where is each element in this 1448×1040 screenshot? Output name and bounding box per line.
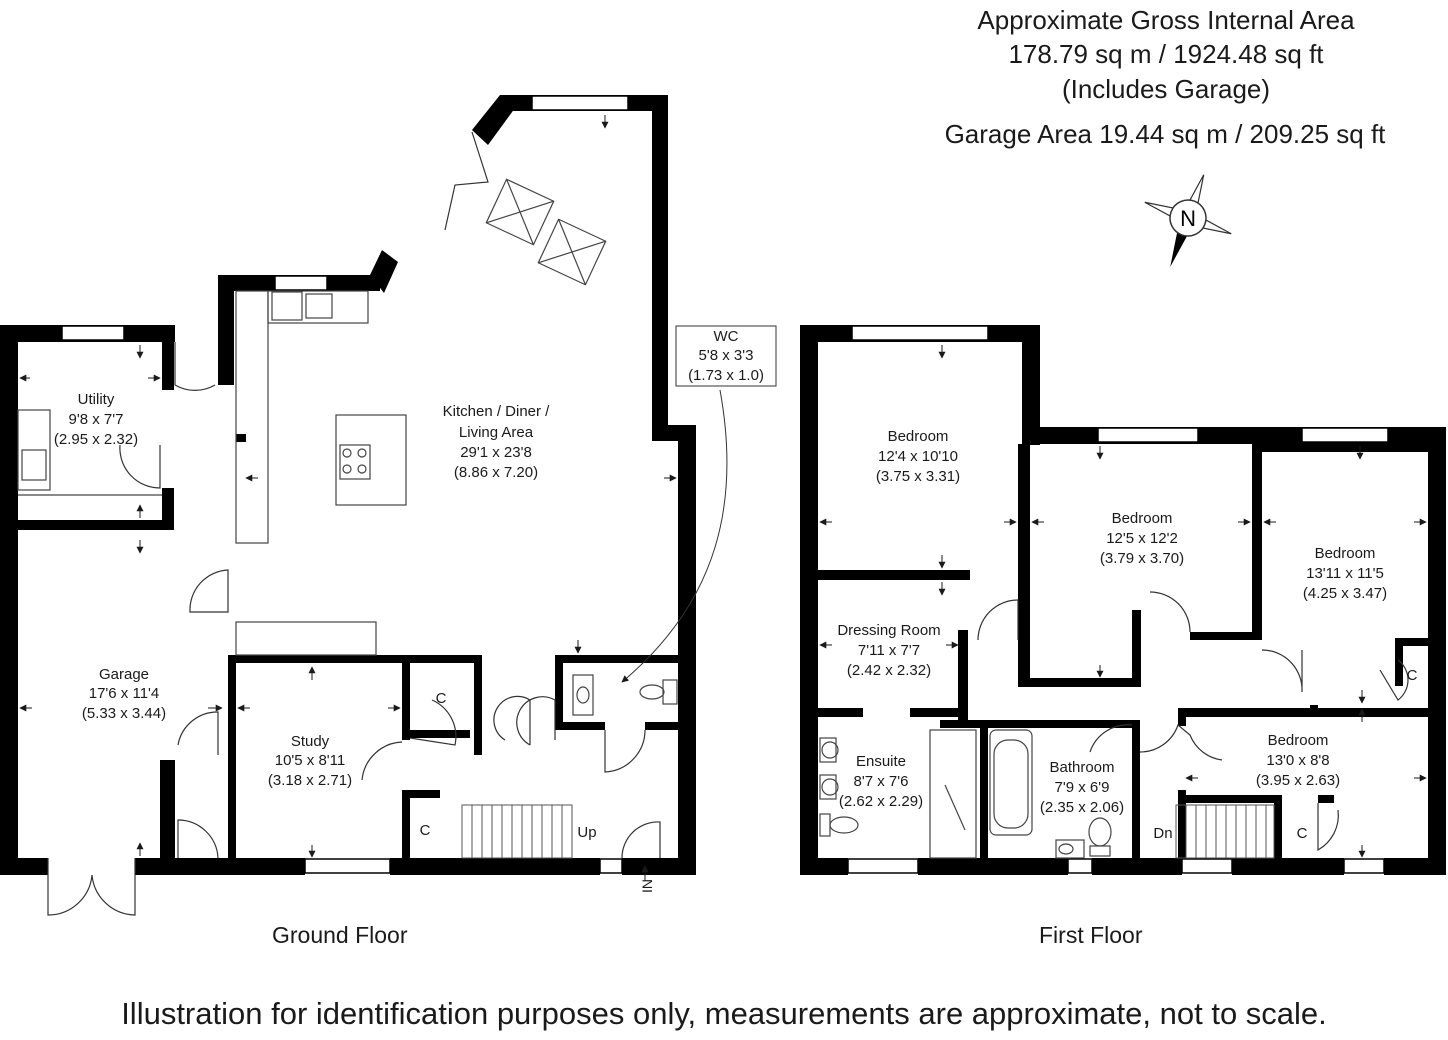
- kitchen-island: [335, 414, 407, 506]
- wc-name: WC: [714, 328, 739, 345]
- stairs-up-label: Up: [577, 824, 596, 841]
- wc-size-metric: (1.73 x 1.0): [688, 367, 764, 384]
- utility-name: Utility: [78, 391, 115, 408]
- first-floor-walls: [800, 325, 1446, 875]
- wc-callout-box: [675, 325, 777, 387]
- bedroom3-name: Bedroom: [1315, 545, 1376, 562]
- ground-floor-doors: [47, 342, 661, 916]
- garage-size-imperial: 17'6 x 11'4: [89, 685, 160, 702]
- bathroom-size-imperial: 7'9 x 6'9: [1055, 779, 1110, 796]
- first-floor-label: First Floor: [1039, 922, 1143, 948]
- disclaimer-text: Illustration for identification purposes…: [121, 996, 1327, 1031]
- bedroom3-size-metric: (4.25 x 3.47): [1303, 585, 1387, 602]
- kitchen-size-imperial: 29'1 x 23'8: [460, 444, 532, 461]
- entrance-label: IN: [639, 879, 655, 893]
- skylight-icon: [537, 218, 607, 286]
- garage-size-metric: (5.33 x 3.44): [82, 705, 166, 722]
- bedroom4-name: Bedroom: [1268, 732, 1329, 749]
- ensuite-size-metric: (2.62 x 2.29): [839, 793, 923, 810]
- kitchen-name-line1: Kitchen / Diner /: [443, 403, 551, 420]
- bathroom-name: Bathroom: [1049, 759, 1114, 776]
- dressing-room-name: Dressing Room: [837, 622, 940, 639]
- cupboard-label: C: [420, 822, 431, 839]
- ground-floor-dimension-arrows: [19, 115, 677, 880]
- study-name: Study: [291, 733, 330, 750]
- study-size-imperial: 10'5 x 8'11: [275, 752, 346, 769]
- bedroom4-size-metric: (3.95 x 2.63): [1256, 772, 1340, 789]
- skylight-icon: [485, 178, 555, 246]
- bedroom2-size-imperial: 12'5 x 12'2: [1106, 530, 1178, 547]
- ground-floor-stairs: [461, 804, 573, 859]
- bathroom-size-metric: (2.35 x 2.06): [1040, 799, 1124, 816]
- bedroom1-size-metric: (3.75 x 3.31): [876, 468, 960, 485]
- first-floor-plan: Bedroom 12'4 x 10'10 (3.75 x 3.31) Bedro…: [800, 325, 1446, 875]
- bedroom1-name: Bedroom: [888, 428, 949, 445]
- dressing-room-size-metric: (2.42 x 2.32): [847, 662, 931, 679]
- area-note: (Includes Garage): [1061, 74, 1271, 104]
- first-floor-windows: [847, 325, 1389, 874]
- first-floor-doors: [977, 591, 1409, 852]
- bedroom2-size-metric: (3.79 x 3.70): [1100, 550, 1184, 567]
- ensuite-name: Ensuite: [856, 753, 906, 770]
- bedroom4-size-imperial: 13'0 x 8'8: [1266, 752, 1329, 769]
- wc-leader-line: [621, 389, 728, 683]
- wc-size-imperial: 5'8 x 3'3: [699, 347, 754, 364]
- ensuite-size-imperial: 8'7 x 7'6: [854, 773, 909, 790]
- kitchen-size-metric: (8.86 x 7.20): [454, 464, 538, 481]
- hob-icon: [339, 444, 371, 480]
- ground-floor-windows: [61, 95, 629, 874]
- study-size-metric: (3.18 x 2.71): [268, 772, 352, 789]
- shower-icon: [929, 729, 977, 859]
- cupboard-label: C: [1297, 825, 1308, 842]
- bedroom2-name: Bedroom: [1112, 510, 1173, 527]
- compass-north-letter: N: [1180, 206, 1196, 231]
- ground-floor-label: Ground Floor: [272, 922, 408, 948]
- kitchen-fittings: [17, 131, 678, 716]
- dressing-room-size-imperial: 7'11 x 7'7: [858, 642, 920, 659]
- area-title: Approximate Gross Internal Area: [977, 5, 1355, 35]
- first-floor-dimension-arrows: [819, 345, 1427, 858]
- kitchen-name-line2: Living Area: [459, 424, 534, 441]
- north-compass-icon: N: [1144, 174, 1232, 267]
- bedroom3-size-imperial: 13'11 x 11'5: [1306, 565, 1384, 582]
- cupboard-label: C: [1407, 667, 1418, 684]
- utility-size-metric: (2.95 x 2.32): [54, 431, 138, 448]
- area-total: 178.79 sq m / 1924.48 sq ft: [1008, 39, 1324, 69]
- garage-area: Garage Area 19.44 sq m / 209.25 sq ft: [944, 119, 1386, 149]
- cupboard-label: C: [436, 690, 447, 707]
- first-floor-stairs: [1175, 804, 1275, 859]
- utility-size-imperial: 9'8 x 7'7: [69, 411, 124, 428]
- ground-floor-plan: Utility 9'8 x 7'7 (2.95 x 2.32) Garage 1…: [0, 95, 777, 916]
- ground-floor-walls: [0, 95, 696, 875]
- bedroom1-size-imperial: 12'4 x 10'10: [878, 448, 958, 465]
- stairs-down-label: Dn: [1153, 825, 1172, 842]
- garage-name: Garage: [99, 666, 149, 683]
- bath-icon: [989, 729, 1033, 836]
- bathroom-fittings: [819, 729, 1112, 859]
